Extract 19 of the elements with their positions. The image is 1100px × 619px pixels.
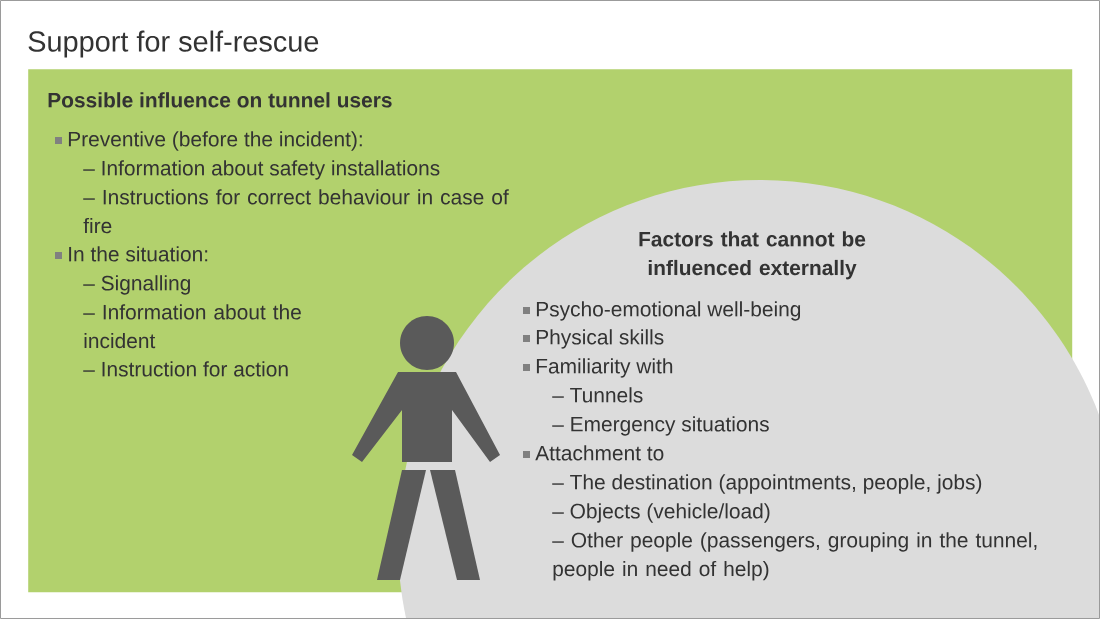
sub-list-item: – Objects (vehicle/load) (552, 503, 770, 523)
list-item: Familiarity with (523, 358, 673, 378)
section-heading: Factors that cannot be influenced externally (639, 231, 866, 280)
sub-list-item: – Information about safety installations (83, 160, 440, 180)
sub-list-item: – Instruction for action (83, 361, 288, 377)
sub-list-item: – The destination (appointments, people, jobs) (552, 474, 982, 494)
sub-list-item: – Information about the incident (83, 304, 301, 349)
list-item: Physical skills (523, 329, 664, 349)
sub-list-item: – Tunnels (552, 387, 643, 403)
sub-list-item: – Signalling (83, 275, 190, 295)
section-heading: Possible influence on tunnel users (48, 92, 392, 108)
list-item: Preventive (before the incident): (55, 131, 362, 151)
list-item: In the situation: (55, 246, 208, 262)
list-item: Attachment to (523, 445, 664, 461)
title: Support for self-rescue (28, 30, 319, 58)
sub-list-item: – Other people (passengers, grouping in the tunnel, people in need of help) (552, 532, 1037, 581)
list-item: Psycho-emotional well-being (523, 301, 801, 321)
sub-list-item: – Emergency situations (552, 416, 769, 436)
sub-list-item: – Instructions for correct behaviour in case of fire (83, 189, 509, 234)
